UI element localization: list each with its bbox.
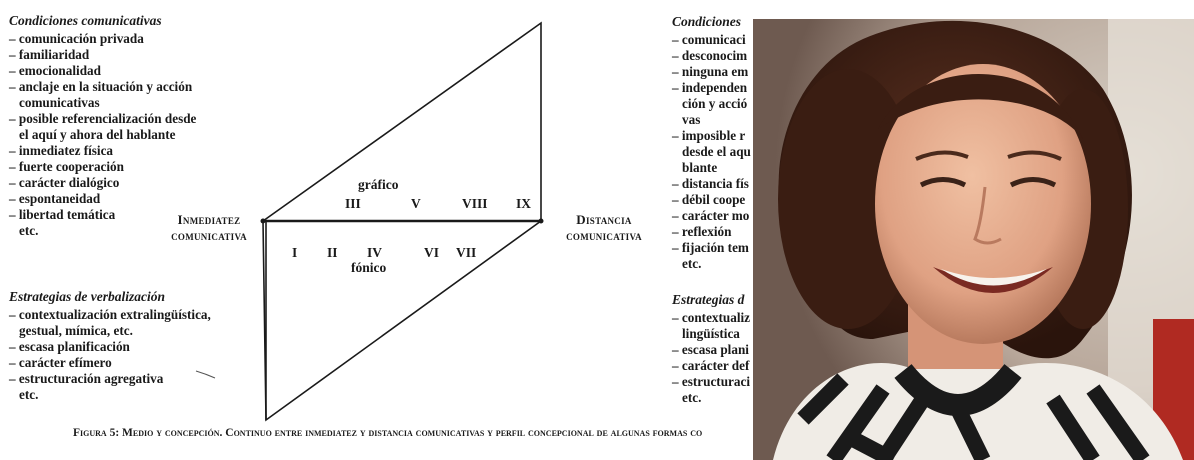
list-item: etc. bbox=[682, 256, 702, 271]
list-item: – anclaje en la situación y acción bbox=[9, 79, 193, 94]
list-item: – estructuraci bbox=[672, 374, 750, 389]
list-item: – carácter efímero bbox=[9, 355, 112, 370]
list-item: desde el aqu bbox=[682, 144, 751, 159]
conditions-heading: Condiciones bbox=[672, 14, 742, 29]
strategies-distance: Estrategias d – contextualiz lingüística… bbox=[672, 292, 750, 406]
distance-label-line-1: Distancia bbox=[576, 212, 632, 227]
strategies-immediacy: Estrategias de verbalización – contextua… bbox=[9, 289, 211, 403]
numeral-V: V bbox=[411, 196, 421, 211]
list-item: – independen bbox=[672, 80, 748, 95]
numeral-VII: VII bbox=[456, 245, 476, 260]
list-item: – posible referencialización desde bbox=[9, 111, 197, 126]
axis-endpoint-left bbox=[260, 218, 266, 224]
list-item: – imposible r bbox=[672, 128, 746, 143]
numeral-I: I bbox=[292, 245, 297, 260]
list-item: vas bbox=[682, 112, 701, 127]
conditions-distance: Condiciones – comunicaci – desconocim – … bbox=[672, 14, 751, 272]
conditions-heading: Condiciones comunicativas bbox=[9, 13, 162, 28]
list-item: – emocionalidad bbox=[9, 63, 101, 78]
list-item: el aquí y ahora del hablante bbox=[19, 127, 176, 142]
list-item: lingüística bbox=[682, 326, 740, 341]
list-item: – fijación tem bbox=[672, 240, 749, 255]
list-item: etc. bbox=[19, 387, 39, 402]
list-item: – comunicaci bbox=[672, 32, 746, 47]
numeral-II: II bbox=[327, 245, 338, 260]
numeral-IV: IV bbox=[367, 245, 382, 260]
strategies-heading: Estrategias d bbox=[672, 292, 745, 307]
list-item: – distancia fís bbox=[672, 176, 749, 191]
phonic-label: fónico bbox=[351, 260, 386, 275]
list-item: – contextualiz bbox=[672, 310, 751, 325]
list-item: – estructuración agregativa bbox=[9, 371, 164, 386]
list-item: – fuerte cooperación bbox=[9, 159, 124, 174]
list-item: – reflexión bbox=[672, 224, 732, 239]
list-item: blante bbox=[682, 160, 718, 175]
list-item: – ninguna em bbox=[672, 64, 749, 79]
numeral-IX: IX bbox=[516, 196, 531, 211]
strategies-list: – contextualiz lingüística – escasa plan… bbox=[672, 310, 750, 406]
stray-mark bbox=[195, 370, 216, 379]
list-item: ción y acció bbox=[682, 96, 748, 111]
list-item: – espontaneidad bbox=[9, 191, 101, 206]
axis-endpoint-right bbox=[538, 218, 544, 224]
list-item: – carácter mo bbox=[672, 208, 750, 223]
list-item: – escasa plani bbox=[672, 342, 749, 357]
list-item: – carácter dialógico bbox=[9, 175, 120, 190]
numeral-III: III bbox=[345, 196, 361, 211]
list-item: – familiaridad bbox=[9, 47, 90, 62]
list-item: – escasa planificación bbox=[9, 339, 130, 354]
list-item: – carácter def bbox=[672, 358, 750, 373]
conditions-list: – comunicaci – desconocim – ninguna em –… bbox=[672, 32, 751, 272]
list-item: – libertad temática bbox=[9, 207, 116, 222]
strategies-list: – contextualización extralingüística, ge… bbox=[9, 307, 211, 403]
graphic-label: gráfico bbox=[358, 177, 399, 192]
list-item: – desconocim bbox=[672, 48, 748, 63]
list-item: comunicativas bbox=[19, 95, 100, 110]
figure-caption: Figura 5: Medio y concepción. Continuo e… bbox=[73, 427, 703, 439]
list-item: etc. bbox=[19, 223, 39, 238]
list-item: gestual, mímica, etc. bbox=[19, 323, 133, 338]
list-item: etc. bbox=[682, 390, 702, 405]
list-item: – inmediatez física bbox=[9, 143, 114, 158]
immediacy-label-line-2: comunicativa bbox=[171, 228, 247, 243]
list-item: – comunicación privada bbox=[9, 31, 144, 46]
strategies-heading: Estrategias de verbalización bbox=[9, 289, 165, 304]
list-item: – contextualización extralingüística, bbox=[9, 307, 211, 322]
conditions-list: – comunicación privada – familiaridad – … bbox=[9, 31, 196, 239]
portrait-image bbox=[753, 19, 1194, 460]
list-item: – débil coope bbox=[672, 192, 746, 207]
distance-label-line-2: comunicativa bbox=[566, 228, 642, 243]
immediacy-label-line-1: Inmediatez bbox=[177, 212, 241, 227]
conditions-immediacy: Condiciones comunicativas – comunicación… bbox=[9, 13, 196, 239]
numeral-VIII: VIII bbox=[462, 196, 488, 211]
numeral-VI: VI bbox=[424, 245, 439, 260]
portrait-photo bbox=[753, 19, 1194, 460]
distance-label: Distancia comunicativa bbox=[554, 212, 654, 244]
immediacy-label: Inmediatez comunicativa bbox=[154, 212, 264, 244]
